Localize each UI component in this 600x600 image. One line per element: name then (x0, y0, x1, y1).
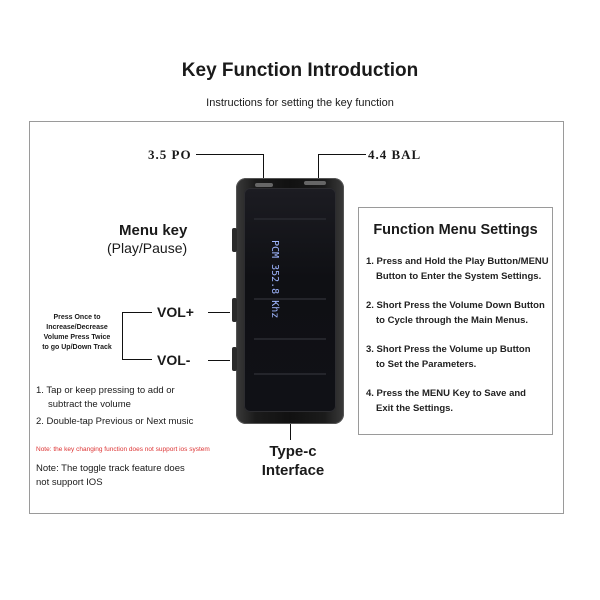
bracket-line (122, 312, 152, 313)
device-body: PCM 352.8 Khz (236, 178, 344, 424)
step-line: 4. Press the MENU Key to Save and (366, 388, 526, 399)
leader-line (290, 424, 291, 440)
vol-minus-label: VOL- (157, 352, 191, 368)
instruction-line: subtract the volume (48, 399, 131, 410)
pcb-trace (254, 298, 326, 300)
bracket-line (122, 359, 152, 360)
step-line: 1. Press and Hold the Play Button/MENU (366, 256, 549, 267)
port-4-4-jack (304, 181, 326, 185)
type-c-line: Type-c (269, 443, 317, 460)
instruction-1: 1. Tap or keep pressing to add or subtra… (36, 384, 175, 412)
step-line: 3. Short Press the Volume up Button (366, 344, 531, 355)
leader-line (208, 312, 230, 313)
leader-line (208, 360, 230, 361)
type-c-line: Interface (261, 462, 325, 479)
page-title: Key Function Introduction (181, 60, 419, 81)
leader-line (318, 154, 366, 155)
menu-key[interactable] (232, 228, 237, 252)
ios-note: Note: The toggle track feature does not … (36, 462, 185, 490)
red-note: Note: the key changing function does not… (36, 446, 210, 453)
bracket-line (122, 312, 123, 360)
leader-line (318, 154, 319, 180)
step-line: 2. Short Press the Volume Down Button (366, 300, 545, 311)
press-note-line: Volume Press Twice (43, 334, 111, 341)
menu-step-4: 4. Press the MENU Key to Save and Exit t… (366, 386, 551, 416)
vol-plus-key[interactable] (232, 298, 237, 322)
leader-line (196, 154, 264, 155)
vol-minus-key[interactable] (232, 347, 237, 371)
note-line: not support IOS (36, 477, 103, 488)
step-line: to Cycle through the Main Menus. (376, 315, 529, 326)
menu-key-label: Menu key (119, 222, 188, 239)
device-window: PCM 352.8 Khz (244, 188, 336, 412)
device-display-text: PCM 352.8 Khz (269, 240, 280, 319)
step-line: to Set the Parameters. (376, 359, 477, 370)
press-note: Press Once to Increase/Decrease Volume P… (34, 313, 120, 353)
pcb-trace (254, 373, 326, 375)
press-note-line: Press Once to (53, 314, 101, 321)
press-note-line: Increase/Decrease (46, 324, 108, 331)
leader-line (263, 154, 264, 182)
pcb-trace (254, 338, 326, 340)
port-3-5-jack (255, 183, 273, 187)
step-line: Button to Enter the System Settings. (376, 271, 542, 282)
vol-plus-label: VOL+ (157, 304, 194, 320)
type-c-label: Type-c Interface (248, 442, 338, 480)
menu-step-3: 3. Short Press the Volume up Button to S… (366, 342, 551, 372)
press-note-line: to go Up/Down Track (42, 344, 112, 351)
step-line: Exit the Settings. (376, 403, 454, 414)
port-label-4-4-bal: 4.4 BAL (368, 147, 422, 162)
menu-step-1: 1. Press and Hold the Play Button/MENU B… (366, 254, 551, 284)
menu-step-2: 2. Short Press the Volume Down Button to… (366, 298, 551, 328)
note-line: Note: The toggle track feature does (36, 463, 185, 474)
port-label-3-5-po: 3.5 PO (148, 147, 192, 162)
content-frame (29, 121, 564, 514)
function-menu-panel: Function Menu Settings 1. Press and Hold… (358, 207, 553, 435)
function-menu-title: Function Menu Settings (373, 222, 538, 238)
instruction-2: 2. Double-tap Previous or Next music (36, 416, 194, 427)
page-subtitle: Instructions for setting the key functio… (206, 97, 394, 109)
pcb-trace (254, 218, 326, 220)
instruction-line: 1. Tap or keep pressing to add or (36, 385, 175, 396)
menu-key-sublabel: (Play/Pause) (107, 240, 188, 256)
